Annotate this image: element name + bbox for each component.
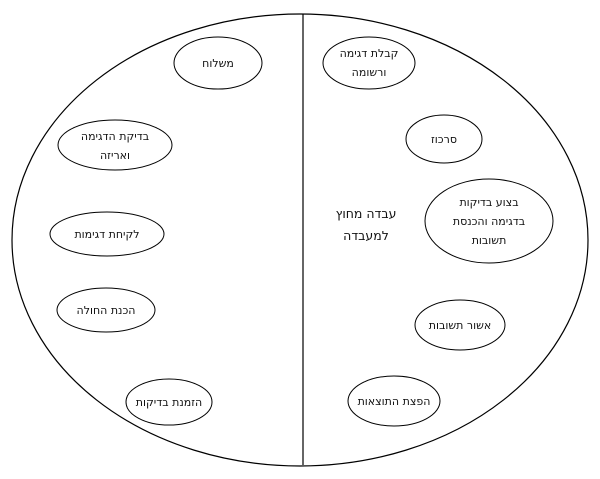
node-receipt-shape xyxy=(322,36,416,90)
node-order-tests-label: הזמנת בדיקות xyxy=(126,393,212,412)
node-run-tests-shape xyxy=(424,178,554,264)
node-sample-check-shape xyxy=(57,119,173,171)
node-sample-taking-label: לקיחת דגימות xyxy=(50,225,164,244)
outer-ellipse xyxy=(11,13,589,467)
node-patient-prep-line-1: הכנת החולה xyxy=(76,304,136,317)
node-order-tests-shape xyxy=(125,378,213,426)
node-patient-prep-shape xyxy=(56,287,156,333)
node-distribute-label: הפצת התוצאות xyxy=(348,392,440,411)
node-distribute-shape xyxy=(347,375,441,427)
node-distribute-line-1: הפצת התוצאות xyxy=(357,395,431,408)
node-approve-shape xyxy=(414,299,506,351)
node-run-tests-line-3: תשובות xyxy=(471,234,507,247)
node-run-tests-line-1: בצוע בדיקות xyxy=(459,196,519,209)
node-approve-label: אשור תשובות xyxy=(415,316,505,335)
node-receipt-line-2: ורשומה xyxy=(351,66,387,79)
node-sample-check-line-1: בדיקת הדגימה xyxy=(80,130,150,143)
node-receipt-line-1: קבלת דגימה xyxy=(339,47,399,60)
node-shipping-shape xyxy=(173,36,263,90)
node-centrifuge-label: סרכוז xyxy=(406,130,482,149)
node-sample-taking-line-1: לקיחת דגימות xyxy=(74,228,140,241)
node-run-tests-line-2: בדגימה והכנסת xyxy=(452,215,526,228)
node-sample-taking-shape xyxy=(49,211,165,257)
node-sample-check-line-2: ואריזה xyxy=(99,149,130,162)
node-sample-check-label: בדיקת הדגימה ואריזה xyxy=(58,127,172,165)
node-shipping-line-1: משלוח xyxy=(202,57,234,70)
node-patient-prep-label: הכנת החולה xyxy=(57,301,155,320)
outside-lab-label: עבדה מחוץ למעבדה xyxy=(316,203,416,247)
node-run-tests-label: בצוע בדיקות בדגימה והכנסת תשובות xyxy=(425,193,553,250)
node-order-tests-line-1: הזמנת בדיקות xyxy=(135,396,203,409)
node-receipt-label: קבלת דגימה ורשומה xyxy=(323,44,415,82)
node-approve-line-1: אשור תשובות xyxy=(428,319,492,332)
outside-lab-line-2: למעבדה xyxy=(343,228,389,243)
node-shipping-label: משלוח xyxy=(174,54,262,73)
node-centrifuge-shape xyxy=(405,114,483,164)
outside-lab-line-1: עבדה מחוץ xyxy=(335,206,397,221)
node-centrifuge-line-1: סרכוז xyxy=(431,133,457,146)
